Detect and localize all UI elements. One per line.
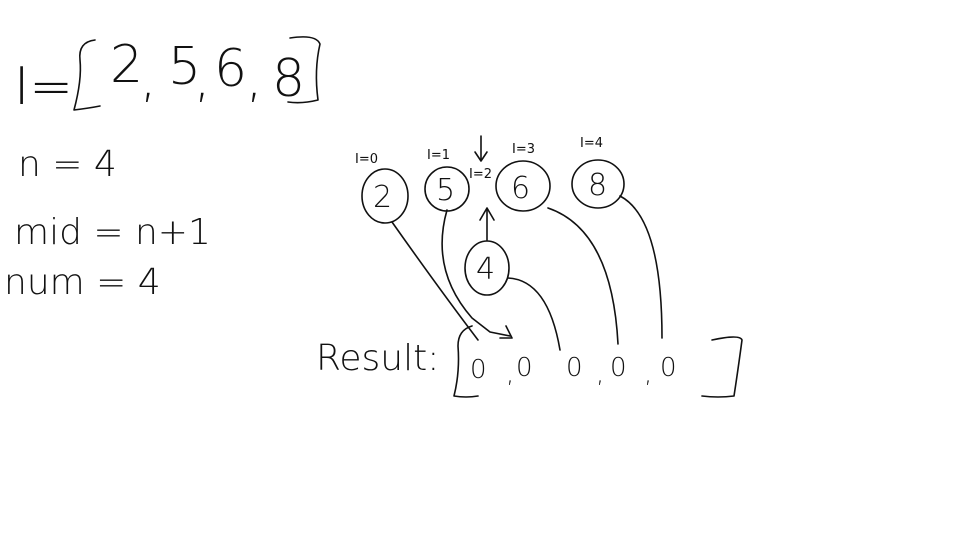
array-node-1: 5 <box>424 166 470 212</box>
result-comma-1: , <box>596 359 604 389</box>
var-num: num = 4 <box>4 262 161 303</box>
array-node-value: 5 <box>436 173 455 208</box>
result-comma-0: , <box>506 359 514 389</box>
array-name: I= <box>14 57 73 117</box>
arrow-node-2-to-slot-0 <box>391 221 479 341</box>
arrow-node-5-to-slot-1 <box>441 209 511 337</box>
insertion-point-arrow-icon <box>474 135 488 162</box>
array-value-1: 5 <box>168 37 201 97</box>
index-label-1: I=1 <box>427 148 450 163</box>
right-bracket <box>287 36 321 104</box>
array-node-value: 2 <box>373 180 392 215</box>
array-node-2: 6 <box>495 160 551 212</box>
result-right-bracket <box>701 336 743 398</box>
mapping-arrows <box>391 195 663 351</box>
result-array: Result: 0 , 0 0 , 0 , 0 <box>316 325 743 398</box>
array-value-2: 6 <box>214 39 247 99</box>
index-label-3: I=3 <box>512 142 535 157</box>
up-arrow-icon <box>479 207 495 241</box>
left-bracket <box>73 39 101 111</box>
index-label-4: I=4 <box>580 136 603 151</box>
array-value-0: 2 <box>110 35 143 95</box>
arrow-node-6-to-slot-3 <box>547 207 619 345</box>
array-node-value: 8 <box>588 168 607 203</box>
result-slot-3: 0 <box>610 353 627 383</box>
array-node-0: 2 <box>361 168 409 224</box>
array-value-3: 8 <box>272 49 305 109</box>
array-comma-0: , <box>140 49 157 109</box>
inserted-node-value: 4 <box>476 252 495 287</box>
index-label-2: I=2 <box>469 167 492 182</box>
var-n: n = 4 <box>18 144 117 185</box>
arrow-head-slot-1 <box>499 325 513 339</box>
array-node-value: 6 <box>511 171 530 206</box>
var-mid: mid = n+1 <box>14 212 211 253</box>
result-label: Result: <box>316 338 439 379</box>
result-comma-2: , <box>644 359 652 389</box>
index-label-0: I=0 <box>355 152 378 167</box>
result-slot-2: 0 <box>566 353 583 383</box>
result-slot-4: 0 <box>660 353 677 383</box>
result-left-bracket <box>453 325 479 398</box>
arrow-node-4-to-slot-2 <box>507 277 561 351</box>
inserted-node: 4 <box>464 240 510 296</box>
result-slot-1: 0 <box>516 353 533 383</box>
arrow-node-8-to-slot-4 <box>619 195 663 339</box>
array-comma-1: , <box>194 49 211 109</box>
array-comma-2: , <box>246 49 263 109</box>
result-slot-0: 0 <box>470 355 487 385</box>
array-node-3: 8 <box>571 159 625 209</box>
array-definition: I= 2 , 5 , 6 , 8 <box>14 35 321 117</box>
